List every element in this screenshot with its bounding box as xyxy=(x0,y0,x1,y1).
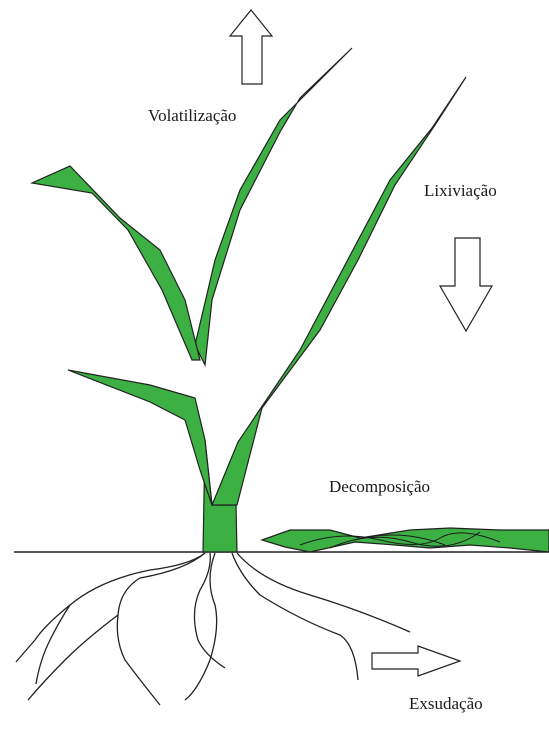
arrow-down-icon xyxy=(440,238,492,331)
label-volatilization: Volatilização xyxy=(148,107,236,124)
leaf-right-tall xyxy=(212,77,466,505)
leaf-upper-left xyxy=(32,166,200,360)
leaf-lower-left xyxy=(68,370,212,505)
label-leaching: Lixiviação xyxy=(424,182,497,199)
label-decomposition: Decomposição xyxy=(329,478,430,495)
decomposing-leaf xyxy=(262,528,549,552)
root-system xyxy=(16,553,410,705)
arrow-up-icon xyxy=(230,10,272,84)
arrow-right-icon xyxy=(372,646,460,676)
leaf-center-tall xyxy=(195,48,352,365)
label-exudation: Exsudação xyxy=(409,695,483,712)
